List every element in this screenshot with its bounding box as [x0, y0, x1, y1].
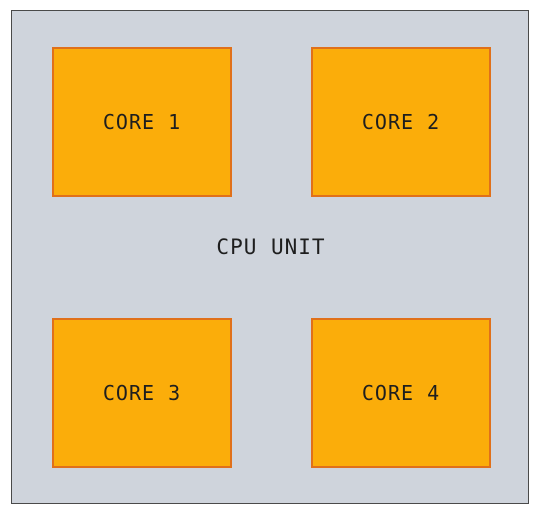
core-1-box: CORE 1: [52, 47, 232, 197]
core-4-label: CORE 4: [361, 381, 441, 405]
core-3-box: CORE 3: [52, 318, 232, 468]
cpu-unit-box: CORE 1 CORE 2 CPU UNIT CORE 3 CORE 4: [11, 10, 529, 504]
core-4-box: CORE 4: [311, 318, 491, 468]
core-3-label: CORE 3: [102, 381, 182, 405]
core-2-label: CORE 2: [361, 110, 441, 134]
core-2-box: CORE 2: [311, 47, 491, 197]
core-1-label: CORE 1: [102, 110, 182, 134]
cpu-unit-label: CPU UNIT: [216, 235, 326, 259]
